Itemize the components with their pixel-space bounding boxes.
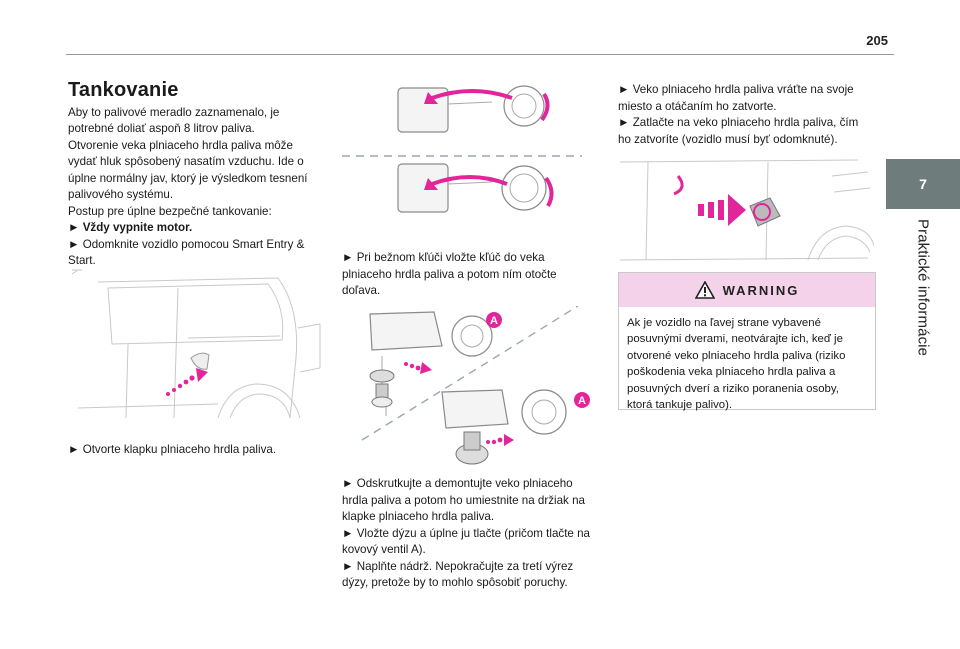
step-remove-cap: ► Odskrutkujte a demontujte veko plniace… xyxy=(342,477,573,490)
step-insert-nozzle: kovový ventil A). xyxy=(342,543,426,556)
step-fill-tank: dýzy, pretože by to mohlo spôsobiť poruc… xyxy=(342,576,568,589)
section-title: Tankovanie xyxy=(68,79,179,101)
warning-line: poškodenia veka plniaceho hrdla paliva a xyxy=(627,366,836,379)
warning-line: posuvných dverí a riziko poranenia osoby… xyxy=(627,382,839,395)
header-rule xyxy=(66,54,894,55)
step-remove-cap: hrdla paliva a potom ho umiestnite na dr… xyxy=(342,493,585,507)
arrow-icon xyxy=(404,362,514,446)
column-3-text-1: ► Veko plniaceho hrdla paliva vráťte na … xyxy=(618,82,880,148)
warning-header: WARNING xyxy=(619,273,875,307)
step-replace-cap: ► Veko plniaceho hrdla paliva vráťte na … xyxy=(618,83,854,96)
unscrew-cap-illustration: A A xyxy=(361,306,590,465)
step-insert-key: plniaceho hrdla paliva a potom ním otočt… xyxy=(342,267,557,281)
step-unlock: Start. xyxy=(68,254,96,267)
key-cap-illustration xyxy=(342,85,582,213)
svg-text:A: A xyxy=(490,315,498,327)
step-fill-tank: ► Naplňte nádrž. Nepokračujte za tretí v… xyxy=(342,559,574,573)
valve-label-a: A A xyxy=(486,312,590,408)
warning-title: WARNING xyxy=(722,282,800,298)
close-flap-illustration xyxy=(619,159,874,261)
page-number: 205 xyxy=(866,33,888,48)
step-remove-cap: klapke plniaceho hrdla paliva. xyxy=(342,510,495,523)
step-close-flap: ► Zatlačte na veko plniaceho hrdla paliv… xyxy=(618,116,859,129)
warning-text: Ak je vozidlo na ľavej strane vybavené p… xyxy=(619,307,875,413)
column-2-text-1: ► Pri bežnom kľúči vložte kľúč do veka p… xyxy=(342,250,602,300)
arrow-icon xyxy=(673,175,746,226)
step-close-flap: ho zatvoríte (vozidlo musí byť odomknuté… xyxy=(618,132,838,146)
intro-line: Aby to palivové meradlo zaznamenalo, je xyxy=(68,105,280,119)
column-1: Tankovanie Aby to palivové meradlo zazna… xyxy=(68,79,328,270)
intro-line: potrebné doliať aspoň 8 litrov paliva. xyxy=(68,122,255,135)
step-replace-cap: miesto a otáčaním ho zatvorte. xyxy=(618,99,777,113)
step-unlock: ► Odomknite vozidlo pomocou Smart Entry … xyxy=(68,237,305,251)
arrow-icon xyxy=(431,89,554,207)
intro-line: úplne normálny jav, ktorý je výsledkom t… xyxy=(68,171,308,185)
van-fuel-flap-illustration xyxy=(71,269,321,419)
svg-text:A: A xyxy=(578,395,586,407)
step-engine-off: ► Vždy vypnite motor. xyxy=(68,221,193,234)
chapter-title: Praktické informácie xyxy=(914,219,932,357)
figure-1-caption: ► Otvorte klapku plniaceho hrdla paliva. xyxy=(68,442,328,459)
chapter-number: 7 xyxy=(919,176,927,192)
intro-line: Postup pre úplne bezpečné tankovanie: xyxy=(68,204,272,218)
warning-box: WARNING Ak je vozidlo na ľavej strane vy… xyxy=(618,272,876,413)
chapter-title-area: Praktické informácie xyxy=(886,208,960,368)
step-insert-key: ► Pri bežnom kľúči vložte kľúč do veka xyxy=(342,251,545,264)
column-2-text-2: ► Odskrutkujte a demontujte veko plniace… xyxy=(342,476,604,592)
intro-line: palivového systému. xyxy=(68,188,174,201)
warning-line: ktorá tankuje palivo). xyxy=(627,399,733,412)
caption-open-flap: ► Otvorte klapku plniaceho hrdla paliva. xyxy=(68,443,277,456)
intro-line: Otvorenie veka plniaceho hrdla paliva mô… xyxy=(68,138,293,152)
warning-line: posuvnými dverami, neotvárajte ich, keď … xyxy=(627,333,843,346)
step-insert-nozzle: ► Vložte dýzu a úplne ju tlačte (pričom … xyxy=(342,526,590,540)
intro-line: vydať hluk spôsobený nasatím vzduchu. Id… xyxy=(68,155,304,168)
warning-line: Ak je vozidlo na ľavej strane vybavené xyxy=(627,317,821,329)
arrow-icon xyxy=(166,368,208,396)
warning-line: otvorené veko plniaceho hrdla paliva (ri… xyxy=(627,349,846,362)
warning-triangle-icon xyxy=(694,281,715,299)
step-insert-key: doľava. xyxy=(342,284,381,297)
chapter-tab: 7 xyxy=(886,159,960,209)
